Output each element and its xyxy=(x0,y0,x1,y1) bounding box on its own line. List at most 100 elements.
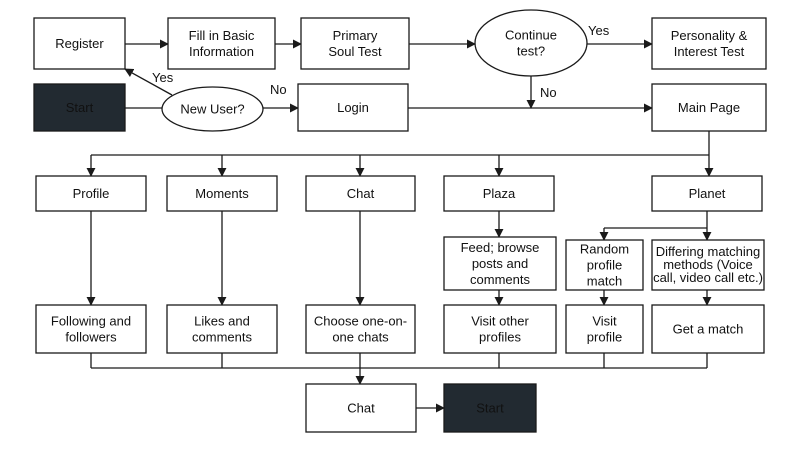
node-label-line: New User? xyxy=(180,102,244,117)
node-label-line: Visit other xyxy=(471,314,529,329)
node-label-line: Profile xyxy=(73,186,110,201)
node-start-top: Start xyxy=(33,83,126,132)
node-chat-nav: Chat xyxy=(305,175,416,212)
node-shape xyxy=(33,83,126,132)
node-shape xyxy=(565,304,644,354)
node-shape xyxy=(167,17,276,70)
edge-label-no-continue: No xyxy=(540,85,557,100)
node-label-line: match xyxy=(587,274,622,289)
node-shape xyxy=(651,83,767,132)
node-shape xyxy=(651,175,763,212)
node-shape xyxy=(651,304,765,354)
node-main-page: Main Page xyxy=(651,83,767,132)
node-shape xyxy=(565,239,644,291)
node-label-line: profile xyxy=(587,330,622,345)
node-label-line: Choose one-on- xyxy=(314,314,407,329)
edge-label-yes-new-user: Yes xyxy=(152,70,174,85)
node-shape xyxy=(166,175,278,212)
edge-label-no-new-user: No xyxy=(270,82,287,97)
node-new-user: New User? xyxy=(161,86,264,132)
node-label-line: one chats xyxy=(332,330,389,345)
node-personality: Personality &Interest Test xyxy=(651,17,767,70)
node-choose-chats: Choose one-on-one chats xyxy=(305,304,416,354)
node-label-line: Visit xyxy=(592,314,617,329)
node-chat-bottom: Chat xyxy=(305,383,417,433)
node-label-line: methods (Voice xyxy=(663,257,753,272)
node-shape xyxy=(166,304,278,354)
node-label-line: comments xyxy=(470,272,530,287)
node-shape xyxy=(474,9,588,77)
node-label-line: Interest Test xyxy=(674,44,745,59)
node-label-line: Likes and xyxy=(194,314,250,329)
node-label-line: Plaza xyxy=(483,186,516,201)
node-shape xyxy=(443,383,537,433)
node-shape xyxy=(161,86,264,132)
node-label-line: profile xyxy=(587,258,622,273)
node-shape xyxy=(651,239,765,291)
node-label-line: profiles xyxy=(479,330,521,345)
node-label-line: Soul Test xyxy=(328,44,382,59)
node-shape xyxy=(443,175,555,212)
node-shape xyxy=(35,175,147,212)
node-label-line: Get a match xyxy=(673,322,744,337)
node-login: Login xyxy=(297,83,409,132)
connectors xyxy=(86,39,714,413)
node-start-bottom: Start xyxy=(443,383,537,433)
node-shape xyxy=(33,17,126,70)
node-label-line: Primary xyxy=(333,28,378,43)
node-shape xyxy=(443,304,557,354)
node-label-line: Feed; browse xyxy=(461,240,540,255)
edge-label-yes-continue: Yes xyxy=(588,23,610,38)
node-label-line: Differing matching xyxy=(656,244,761,259)
node-get-match: Get a match xyxy=(651,304,765,354)
node-label-line: Random xyxy=(580,242,629,257)
node-label-line: followers xyxy=(65,330,117,345)
node-register: Register xyxy=(33,17,126,70)
node-label-line: call, video call etc.) xyxy=(653,270,763,285)
node-label-line: Moments xyxy=(195,186,249,201)
node-label-line: comments xyxy=(192,330,252,345)
node-label-line: Start xyxy=(476,401,504,416)
node-shape xyxy=(443,236,557,291)
node-shape xyxy=(305,304,416,354)
node-label-line: Following and xyxy=(51,314,131,329)
node-planet: Planet xyxy=(651,175,763,212)
node-label-line: posts and xyxy=(472,256,528,271)
node-label-line: Information xyxy=(189,44,254,59)
node-label-line: Continue xyxy=(505,28,557,43)
node-label-line: Main Page xyxy=(678,100,740,115)
node-label-line: Login xyxy=(337,100,369,115)
node-label-line: Fill in Basic xyxy=(189,28,255,43)
node-shape xyxy=(651,17,767,70)
node-label-line: test? xyxy=(517,44,545,59)
node-label-line: Chat xyxy=(347,186,375,201)
node-shape xyxy=(305,383,417,433)
node-profile: Profile xyxy=(35,175,147,212)
node-label-line: Planet xyxy=(689,186,726,201)
node-label-line: Chat xyxy=(347,401,375,416)
node-shape xyxy=(297,83,409,132)
node-plaza: Plaza xyxy=(443,175,555,212)
connector-5 xyxy=(124,68,173,96)
node-moments: Moments xyxy=(166,175,278,212)
node-shape xyxy=(305,175,416,212)
node-shape xyxy=(35,304,147,354)
node-label-line: Start xyxy=(66,100,94,115)
node-label-line: Personality & xyxy=(671,28,748,43)
node-shape xyxy=(300,17,410,70)
node-label-line: Register xyxy=(55,36,104,51)
